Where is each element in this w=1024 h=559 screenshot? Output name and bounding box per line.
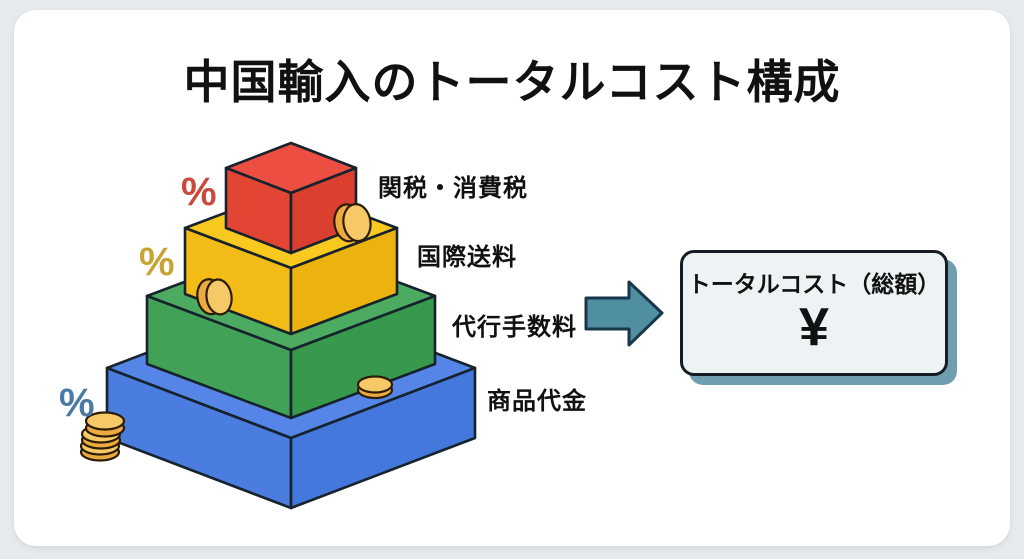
total-cost-box: トータルコスト（総額） ¥ — [680, 250, 948, 376]
arrow-right-icon — [584, 280, 664, 347]
yen-symbol: ¥ — [798, 296, 830, 357]
coin-icon-standing-top — [333, 203, 372, 243]
coin-stack-icon — [79, 411, 126, 462]
level-label-agency: 代行手数料 — [452, 314, 577, 341]
percent-marker-shipping: % — [139, 240, 175, 284]
level-label-shipping: 国際送料 — [417, 244, 517, 271]
total-cost-label: トータルコスト（総額） — [687, 271, 941, 298]
percent-marker-product: % — [59, 381, 95, 425]
level-label-product: 商品代金 — [487, 388, 587, 415]
coin-icon-standing-middle — [196, 278, 233, 316]
percent-marker-tax: % — [181, 170, 217, 214]
pyramid-level-tax-box — [224, 141, 358, 255]
page-title: 中国輸入のトータルコスト構成 — [183, 56, 841, 108]
coin-icon-flat — [356, 375, 394, 400]
level-label-tax: 関税・消費税 — [378, 175, 528, 202]
